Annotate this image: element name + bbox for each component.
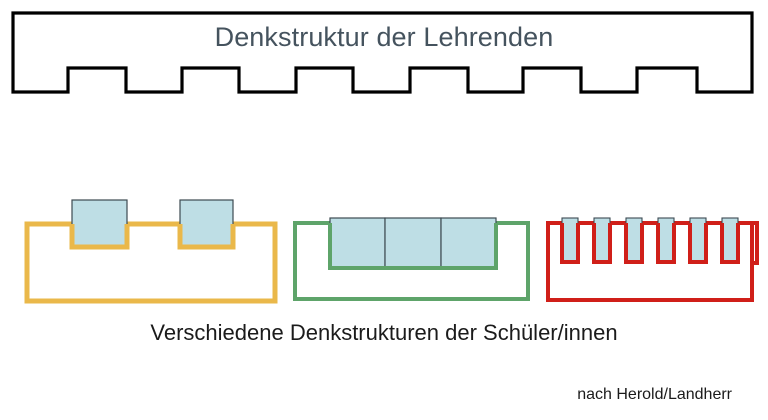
green-block-3	[440, 217, 497, 269]
red-block-2	[593, 217, 611, 263]
teacher-structure-title: Denkstruktur der Lehrenden	[214, 22, 554, 52]
green-block-1	[329, 217, 386, 269]
student-group-orange	[24, 199, 278, 304]
red-notch-overlays	[560, 223, 740, 264]
student-group-red	[546, 217, 759, 302]
green-block-2	[384, 217, 442, 269]
orange-notch-overlay-2	[177, 224, 236, 250]
red-block-1	[561, 217, 579, 263]
student-structures-caption: Verschiedene Denkstrukturen der Schüler/…	[150, 320, 618, 345]
orange-block-1	[71, 199, 128, 248]
red-block-4	[657, 217, 675, 263]
red-block-5	[689, 217, 707, 263]
red-block-3	[625, 217, 643, 263]
orange-block-2	[179, 199, 234, 248]
teacher-comb-outline	[11, 11, 754, 94]
orange-container-outline	[24, 221, 278, 304]
green-notch-overlay	[328, 223, 498, 270]
orange-notch-overlay-1	[69, 224, 130, 250]
source-credit: nach Herold/Landherr	[577, 386, 732, 403]
red-block-6	[721, 217, 739, 263]
student-group-green	[293, 217, 530, 301]
